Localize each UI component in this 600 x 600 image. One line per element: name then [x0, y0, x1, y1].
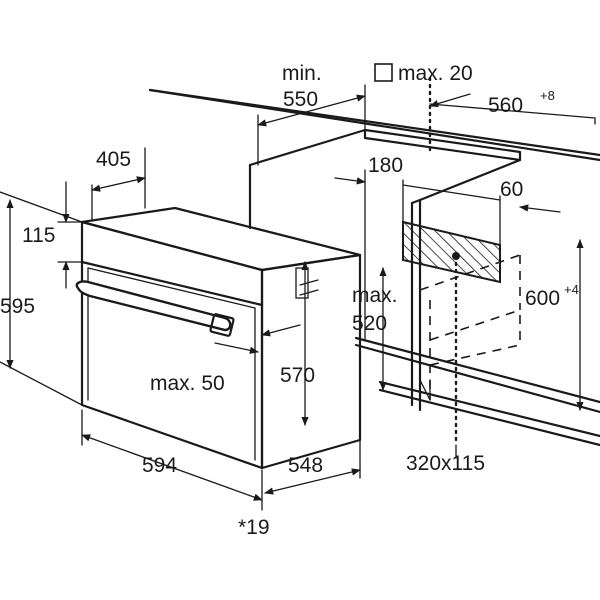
label-min: min.: [282, 62, 322, 85]
label-405: 405: [96, 148, 131, 171]
countertop: [148, 88, 600, 162]
hidden-lines: [419, 254, 521, 400]
centre-line: [428, 76, 458, 447]
label-570: 570: [280, 364, 315, 387]
ventilation-cutout: [402, 220, 501, 284]
door-handle: [75, 280, 235, 337]
square-symbol-icon: [374, 63, 393, 82]
label-max-50: max. 50: [150, 372, 225, 395]
label-max-520: max.: [352, 284, 398, 307]
label-550: 550: [283, 88, 318, 111]
label-60: 60: [500, 178, 523, 201]
label-520: 520: [352, 312, 387, 335]
label-180: 180: [368, 154, 403, 177]
label-320x115: 320x115: [406, 452, 485, 475]
label-560: 560: [488, 94, 523, 117]
label-548: 548: [288, 454, 323, 477]
label-594: 594: [142, 454, 177, 477]
oven-body: [80, 206, 362, 470]
label-595: 595: [0, 295, 35, 318]
label-600-tol: +4: [564, 282, 579, 297]
label-115: 115: [22, 224, 55, 247]
dimension-lines: [0, 84, 596, 511]
label-600: 600: [525, 287, 560, 310]
label-560-tol: +8: [540, 88, 555, 103]
label-footnote-19: *19: [238, 516, 270, 539]
label-max-20: max. 20: [398, 62, 473, 85]
dimension-labels: min. 550 max. 20 560 +8 405 180 60 115 5…: [0, 62, 579, 539]
